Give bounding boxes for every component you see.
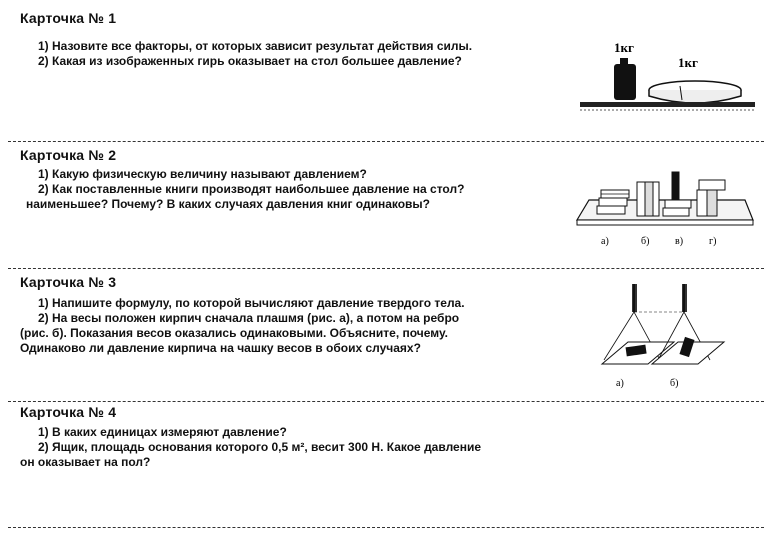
divider-1 (8, 141, 764, 142)
card-4-question-2-cont: он оказывает на пол? (20, 455, 151, 469)
card-1-weights-figure: 1кг 1кг (580, 40, 755, 111)
divider-2 (8, 268, 764, 269)
divider-3 (8, 401, 764, 402)
divider-4 (8, 527, 764, 528)
scale-b (650, 284, 726, 365)
card-2-question-2: 2) Как поставленные книги производят наи… (38, 182, 465, 196)
card-1-title: Карточка № 1 (20, 10, 117, 26)
scale-label-b: б) (670, 378, 678, 389)
tall-weight-knob (620, 58, 628, 64)
card-3-title: Карточка № 3 (20, 274, 117, 290)
weight-label-flat: 1кг (678, 55, 698, 70)
card-3-question-2-cont-1: (рис. б). Показания весов оказались один… (20, 326, 448, 340)
books-label-b: б) (641, 236, 649, 247)
scale-a (600, 284, 676, 365)
weight-label-tall: 1кг (614, 40, 634, 55)
card-3-question-2-cont-2: Одинаково ли давление кирпича на чашку в… (20, 341, 421, 355)
tall-weight (614, 64, 636, 100)
books-label-a: а) (601, 236, 609, 247)
table-surface (580, 102, 755, 107)
books-label-v: в) (675, 236, 683, 247)
books-label-g: г) (709, 236, 716, 247)
card-2-title: Карточка № 2 (20, 147, 117, 163)
card-3-question-2: 2) На весы положен кирпич сначала плашмя… (38, 311, 460, 325)
card-1-question-1: 1) Назовите все факторы, от которых зави… (38, 39, 473, 53)
books-a (596, 189, 630, 215)
card-4-title: Карточка № 4 (20, 404, 117, 420)
books-v (662, 171, 692, 217)
scale-label-a: а) (616, 378, 624, 389)
brick-flat (625, 344, 647, 357)
books-g (696, 179, 726, 217)
card-4-question-1: 1) В каких единицах измеряют давление? (38, 425, 287, 439)
card-2-books-figure: а) б) в) г) (575, 171, 754, 247)
brick-edge (679, 336, 695, 358)
flat-weight-side (648, 90, 742, 104)
books-b (636, 181, 660, 217)
card-1-question-2: 2) Какая из изображенных гирь оказывает … (38, 54, 462, 68)
card-3-scales-figure: а) б) (600, 284, 726, 389)
card-3-question-1: 1) Напишите формулу, по которой вычисляю… (38, 296, 465, 310)
card-2-question-2-cont: наименьшее? Почему? В каких случаях давл… (26, 197, 431, 211)
card-2-question-1: 1) Какую физическую величину называют да… (38, 167, 367, 181)
card-4-question-2: 2) Ящик, площадь основания которого 0,5 … (38, 440, 482, 454)
